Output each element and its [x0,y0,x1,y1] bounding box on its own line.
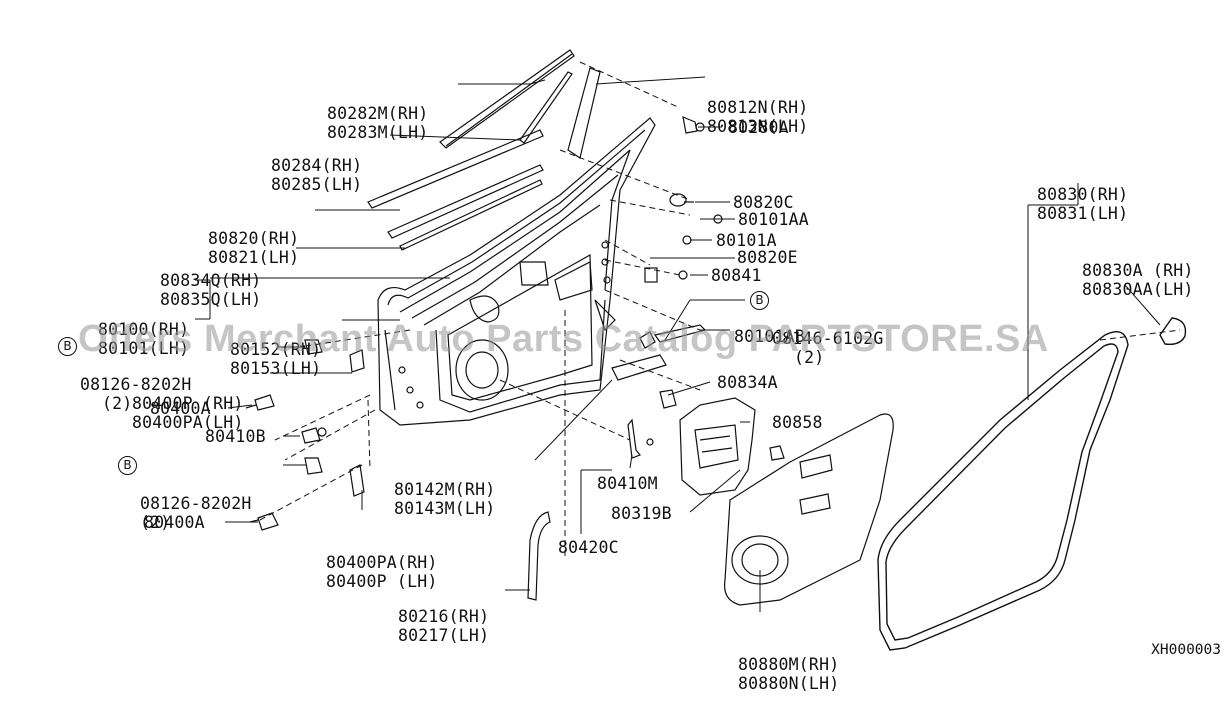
door-weatherstrip [877,317,1187,651]
part-label-80280a: 80280A [728,118,789,137]
part-label-80400a-upper: 80400A [150,399,211,418]
part-label-80830a: 80830A (RH)80830AA(LH) [1082,261,1194,299]
part-label-80834a: 80834A [717,373,778,392]
bolt-marker-icon: B [750,291,769,310]
part-label-80152: 80152(RH)80153(LH) [230,340,322,378]
part-label-80880m: 80880M(RH)80880N(LH) [738,655,840,693]
door-shell [377,117,656,426]
part-label-80319b: 80319B [611,504,672,523]
part-label-80858: 80858 [772,413,823,432]
part-label-80820: 80820(RH)80821(LH) [208,229,300,267]
part-label-80841: 80841 [711,266,762,285]
part-label-80410b: 80410B [205,427,266,446]
part-label-80834q: 80834Q(RH)80835Q(LH) [160,271,262,309]
part-label-80100: 80100(RH)80101(LH) [98,320,190,358]
lower-sash-channel [527,511,551,601]
bolt-marker-icon: B [58,337,77,356]
fasteners [245,116,785,531]
part-label-80812n: 80812N(RH)80813N(LH) [707,98,809,136]
watermark-text: Offers Merchant Auto Parts Catalog PARTS… [78,318,1049,360]
part-label-80142m: 80142M(RH)80143M(LH) [394,480,496,518]
bolt-marker-icon: B [118,456,137,475]
door-parts-diagram [195,49,1187,651]
diagram-code: XH000003 [1151,642,1221,658]
sealing-screen [679,397,756,496]
part-label-80400p: 80400P (RH)80400PA(LH) [132,394,244,432]
part-label-80830: 80830(RH)80831(LH) [1037,185,1129,223]
dashed-assembly-lines [259,61,1181,560]
part-label-08126-8202h-lower: 08126-8202H(2) [140,494,252,532]
part-label-80410m: 80410M [597,474,658,493]
part-label-80284: 80284(RH)80285(LH) [271,156,363,194]
part-label-80101a: 80101A [716,231,777,250]
part-label-80101aa: 80101AA [738,210,809,229]
part-label-80400pa: 80400PA(RH)80400P (LH) [326,553,438,591]
sash-moulding-strips [367,49,601,251]
part-label-08126-8202h-upper: 08126-8202H(2) [80,375,192,413]
part-label-80820e: 80820E [737,248,798,267]
part-label-80216: 80216(RH)80217(LH) [398,607,490,645]
part-label-80820c: 80820C [733,193,794,212]
part-label-80400a-lower: 80400A [144,513,205,532]
leader-lines [195,76,1161,612]
door-trim-panel [723,413,894,606]
part-label-80420c: 80420C [558,538,619,557]
part-label-80101ab: 80101AB [734,327,805,346]
part-label-08146-6102g: 08146-6102G(2) [772,329,884,367]
part-label-80282m: 80282M(RH)80283M(LH) [327,104,429,142]
